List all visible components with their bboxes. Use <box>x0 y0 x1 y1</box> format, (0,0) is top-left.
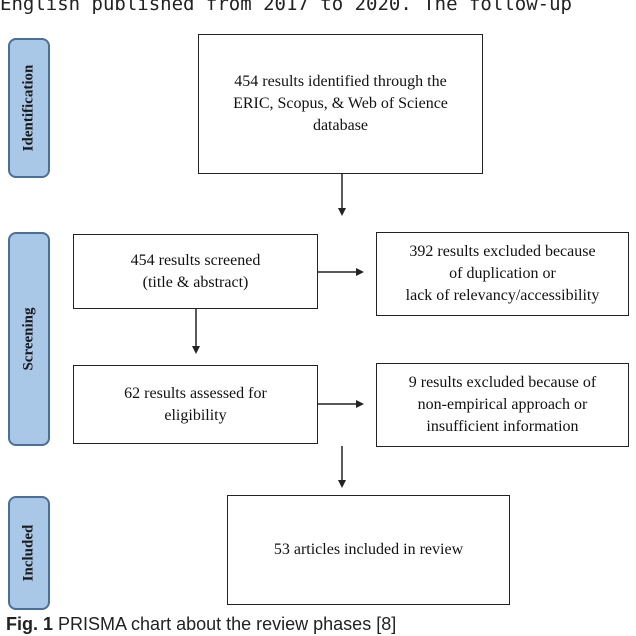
preceding-paragraph-text: English published from 2017 to 2020. The… <box>0 0 572 15</box>
figure-caption: Fig. 1 PRISMA chart about the review pha… <box>6 612 396 636</box>
stage-screening: Screening <box>8 232 50 446</box>
box-excluded-duplication: 392 results excluded because of duplicat… <box>376 232 629 316</box>
box-assessed: 62 results assessed for eligibility <box>73 365 318 444</box>
figure-caption-text: PRISMA chart about the review phases [8] <box>58 614 397 634</box>
box-excluded-nonempirical: 9 results excluded because of non-empiri… <box>376 363 629 447</box>
figure-caption-label: Fig. 1 <box>6 614 54 634</box>
box-identified: 454 results identified through the ERIC,… <box>198 34 483 174</box>
stage-identification: Identification <box>8 38 50 178</box>
box-included: 53 articles included in review <box>227 495 510 605</box>
box-screened: 454 results screened (title & abstract) <box>73 234 318 309</box>
stage-included: Included <box>8 496 50 610</box>
